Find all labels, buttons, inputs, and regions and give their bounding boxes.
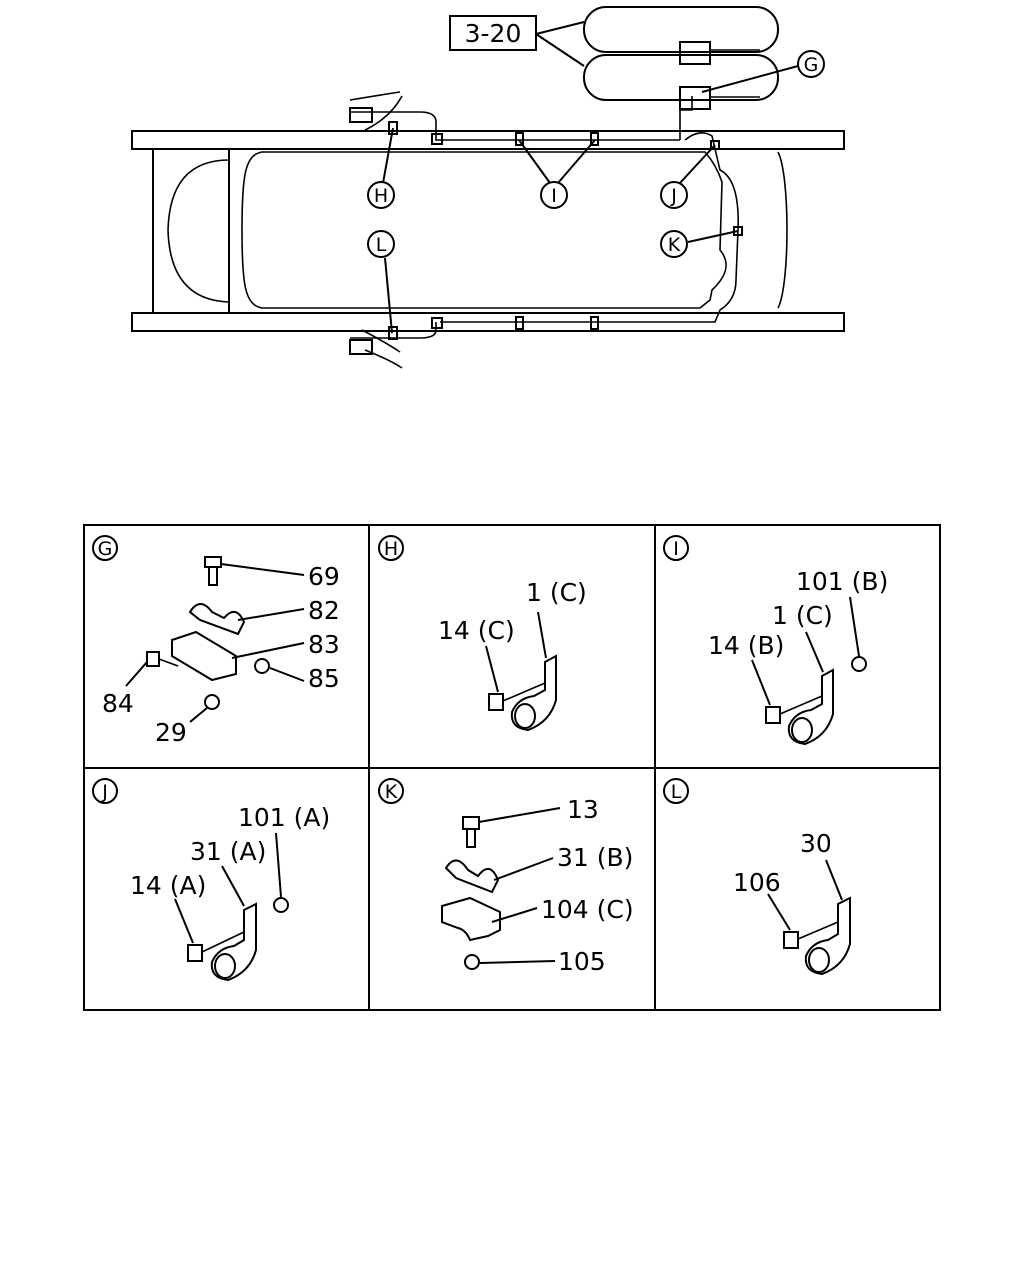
clip-i-2 [590, 132, 599, 146]
detail-grid [83, 524, 941, 1011]
label-31a: 31 (A) [190, 837, 266, 866]
callout-g: G [797, 50, 825, 78]
clamp-82 [188, 603, 246, 636]
label-101a: 101 (A) [238, 803, 330, 832]
bolt-106 [783, 931, 799, 949]
tee-lower [431, 317, 443, 329]
rear-cross-member [777, 151, 788, 309]
bolt-69 [204, 556, 222, 586]
clip-h [388, 121, 398, 135]
label-31b: 31 (B) [557, 843, 633, 872]
clip-lower-2 [590, 316, 599, 330]
label-14b: 14 (B) [708, 631, 784, 660]
valve-upper [679, 41, 711, 65]
frame-rail-upper [131, 130, 845, 150]
label-85: 85 [308, 664, 340, 693]
svg-text:G: G [98, 538, 113, 560]
tee-upper [431, 133, 443, 145]
nut-85 [254, 658, 270, 674]
svg-text:I: I [551, 185, 557, 207]
frame-rail-lower [131, 312, 845, 332]
hose-upper [349, 91, 403, 131]
svg-text:H: H [384, 538, 398, 560]
label-69: 69 [308, 562, 340, 591]
nut-29 [204, 694, 220, 710]
label-105: 105 [558, 947, 606, 976]
brake-line-lower [350, 322, 437, 339]
label-101b: 101 (B) [796, 567, 888, 596]
clamp-31b [444, 859, 500, 894]
callout-h: H [367, 181, 395, 209]
bolt-14a [187, 944, 203, 962]
label-13: 13 [567, 795, 599, 824]
label-14a: 14 (A) [130, 871, 206, 900]
svg-text:J: J [670, 185, 677, 207]
brake-line-upper [350, 111, 680, 141]
svg-text:K: K [385, 781, 398, 803]
label-82: 82 [308, 596, 340, 625]
callout-k: K [660, 230, 688, 258]
svg-text:G: G [804, 54, 819, 76]
callout-i: I [540, 181, 568, 209]
svg-text:I: I [673, 538, 679, 560]
callout-j: J [660, 181, 688, 209]
cross-member [167, 159, 230, 303]
svg-text:J: J [101, 781, 108, 803]
nut-101a [273, 897, 289, 913]
bracket-104c [441, 896, 501, 942]
label-106: 106 [733, 868, 781, 897]
label-29: 29 [155, 718, 187, 747]
svg-text:H: H [374, 185, 388, 207]
label-1c: 1 (C) [526, 578, 587, 607]
bolt-13 [462, 816, 480, 848]
label-14c: 14 (C) [438, 616, 515, 645]
panel-k: K 13 31 (B) 104 (C) 105 [378, 778, 634, 976]
svg-text:L: L [671, 781, 682, 803]
label-1c-i: 1 (C) [772, 601, 833, 630]
fuel-tank-outline [241, 151, 727, 309]
clip-j [710, 140, 720, 150]
label-104c: 104 (C) [541, 895, 634, 924]
svg-text:L: L [376, 234, 387, 256]
valve-lower [679, 86, 711, 110]
bolt-14b [765, 706, 781, 724]
ref-label: 3-20 [465, 19, 522, 48]
label-83: 83 [308, 630, 340, 659]
label-30: 30 [800, 829, 832, 858]
clip-lower-1 [515, 316, 524, 330]
panel-h: H 1 (C) 14 (C) [378, 535, 587, 732]
nut-105 [464, 954, 480, 970]
plate-83 [171, 630, 237, 682]
nut-101b [851, 656, 867, 672]
callout-l: L [367, 230, 395, 258]
panel-i: I 101 (B) 1 (C) 14 (B) [663, 535, 888, 746]
panel-l: L 30 106 [663, 778, 851, 976]
svg-text:K: K [668, 234, 681, 256]
panel-j: J 101 (A) 31 (A) 14 (A) [92, 778, 330, 982]
bolt-14c [488, 693, 504, 711]
clip-l [388, 326, 398, 340]
panel-g: G 69 82 83 85 84 29 [92, 535, 340, 747]
clip-i-1 [515, 132, 524, 146]
bolt-84 [146, 651, 179, 667]
label-84: 84 [102, 689, 134, 718]
chassis-overview: 3-20 G H I J K [131, 6, 845, 369]
